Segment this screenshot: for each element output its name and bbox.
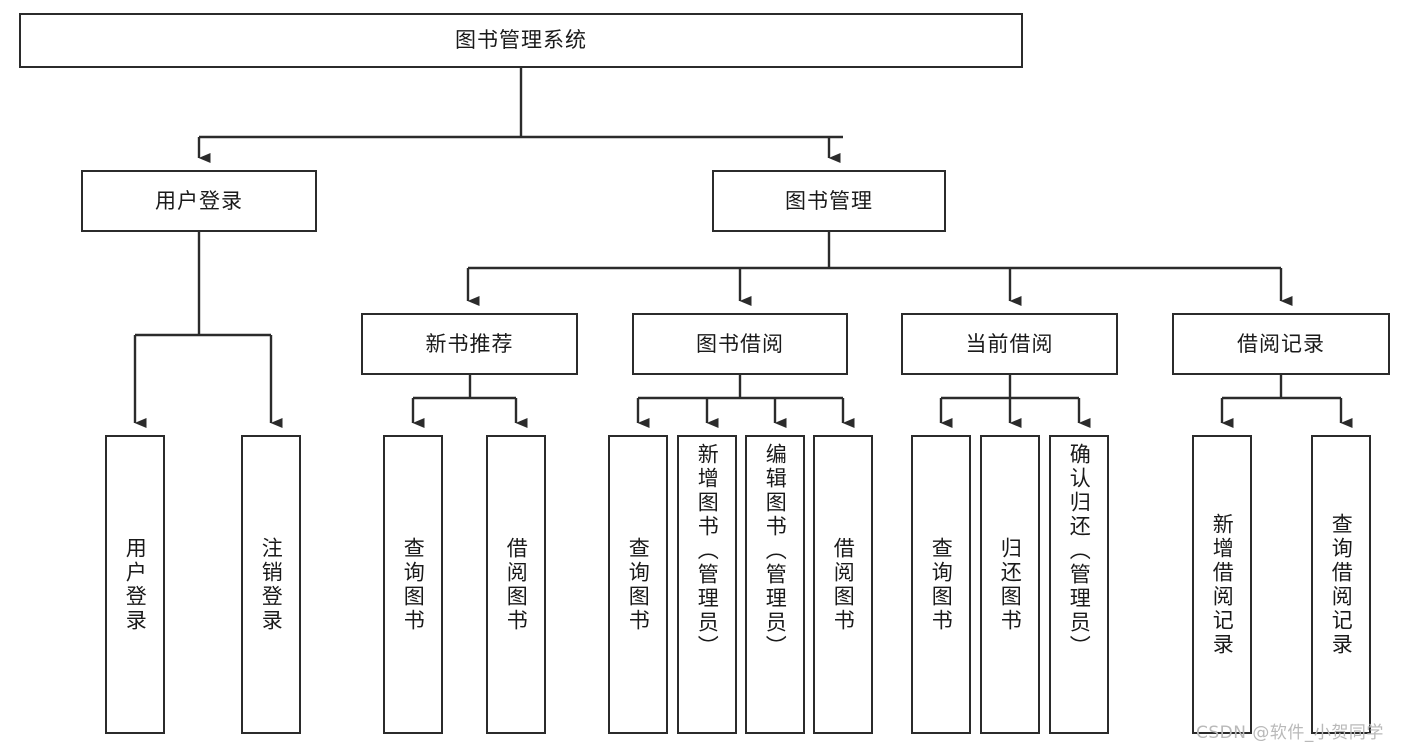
node-leaf-logout-login[interactable]: 注销登录 (241, 435, 301, 734)
node-user-login[interactable]: 用户登录 (81, 170, 317, 232)
node-label: 图书管理系统 (455, 28, 587, 53)
node-label: 归还图书 (998, 536, 1023, 633)
node-label: 新增借阅记录 (1210, 512, 1235, 657)
node-leaf-add-borrow-record[interactable]: 新增借阅记录 (1192, 435, 1252, 734)
node-leaf-query-book-1[interactable]: 查询图书 (383, 435, 443, 734)
node-label: 借阅记录 (1237, 331, 1325, 356)
node-leaf-user-login[interactable]: 用户登录 (105, 435, 165, 734)
node-label: 注销登录 (259, 536, 284, 633)
node-label: 图书借阅 (696, 331, 784, 356)
node-leaf-query-book-2[interactable]: 查询图书 (608, 435, 668, 734)
node-leaf-return-book[interactable]: 归还图书 (980, 435, 1040, 734)
node-new-book-recommend[interactable]: 新书推荐 (361, 313, 578, 375)
csdn-watermark: CSDN @软件_小贺同学 (1196, 723, 1384, 743)
node-leaf-edit-book[interactable]: 编辑图书（管理员） (745, 435, 805, 734)
node-leaf-add-book[interactable]: 新增图书（管理员） (677, 435, 737, 734)
node-label: 新书推荐 (425, 331, 514, 356)
node-book-management-system[interactable]: 图书管理系统 (19, 13, 1023, 68)
node-label: 查询图书 (401, 536, 426, 633)
node-label: 用户登录 (155, 188, 243, 213)
node-leaf-query-book-3[interactable]: 查询图书 (911, 435, 971, 734)
node-leaf-confirm-return[interactable]: 确认归还（管理员） (1049, 435, 1109, 734)
node-book-management[interactable]: 图书管理 (712, 170, 946, 232)
node-leaf-query-borrow-record[interactable]: 查询借阅记录 (1311, 435, 1371, 734)
node-label: 查询图书 (929, 536, 954, 633)
node-borrow-record[interactable]: 借阅记录 (1172, 313, 1390, 375)
node-label: 图书管理 (785, 188, 873, 213)
node-label: 用户登录 (123, 536, 148, 633)
node-label: 编辑图书（管理员） (763, 443, 788, 659)
node-leaf-borrow-book-2[interactable]: 借阅图书 (813, 435, 873, 734)
node-book-borrow[interactable]: 图书借阅 (632, 313, 848, 375)
node-label: 查询借阅记录 (1329, 512, 1354, 657)
node-label: 确认归还（管理员） (1067, 443, 1092, 659)
node-leaf-borrow-book-1[interactable]: 借阅图书 (486, 435, 546, 734)
node-label: 借阅图书 (831, 536, 856, 633)
node-label: 新增图书（管理员） (695, 443, 720, 659)
node-label: 查询图书 (626, 536, 651, 633)
node-current-borrow[interactable]: 当前借阅 (901, 313, 1118, 375)
node-label: 借阅图书 (504, 536, 529, 633)
node-label: 当前借阅 (965, 331, 1054, 356)
